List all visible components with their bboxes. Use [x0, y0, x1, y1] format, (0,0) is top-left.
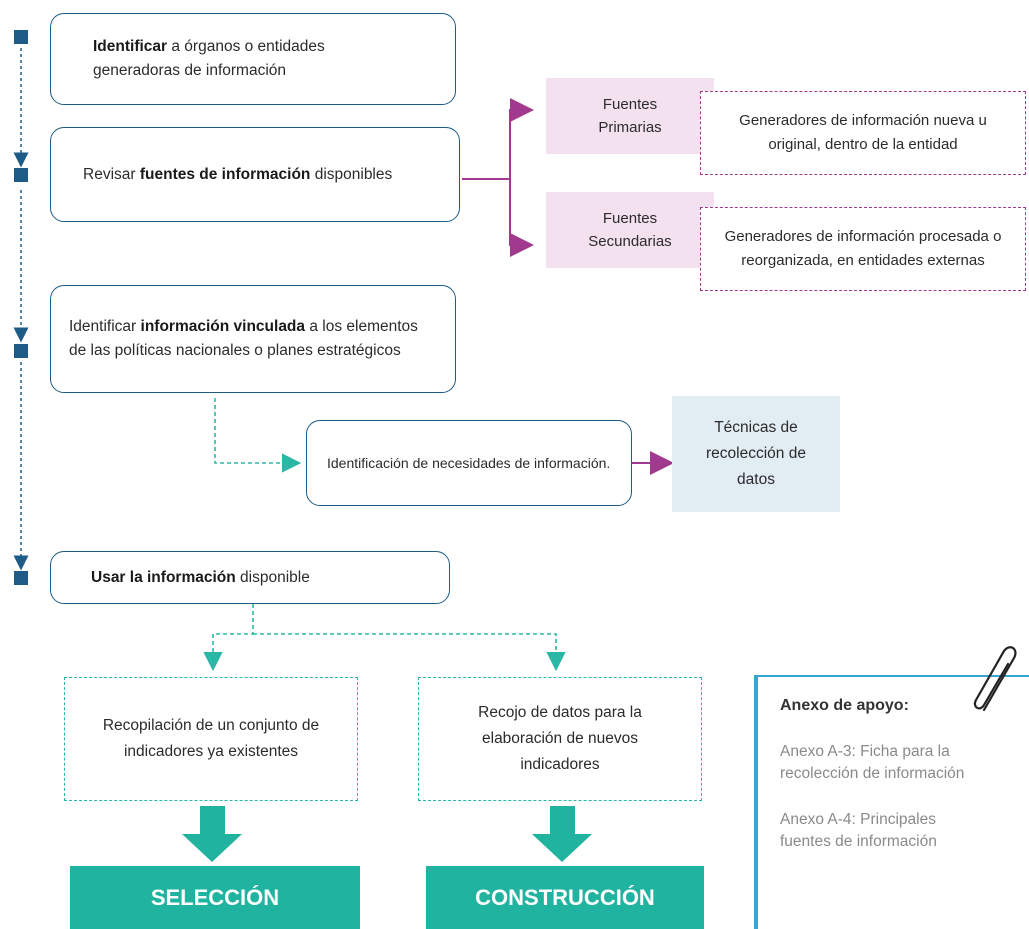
paperclip-icon [973, 646, 1017, 712]
step-text: Identificar información vinculada a los … [69, 318, 418, 359]
branch-connector [509, 179, 534, 257]
timeline-marker [14, 30, 28, 44]
support-annex-panel: Anexo de apoyo: Anexo A-3: Ficha para la… [754, 675, 1029, 929]
timeline-marker [14, 571, 28, 585]
timeline-marker [14, 344, 28, 358]
down-arrow-icon [532, 806, 592, 862]
step-use-info: Usar la información disponible [50, 551, 450, 604]
split-connector [203, 604, 254, 672]
step-text: Identificar a órganos o entidades genera… [93, 38, 325, 79]
step-text: Revisar fuentes de información disponibl… [83, 165, 393, 183]
step-identify-entities: Identificar a órganos o entidades genera… [50, 13, 456, 105]
split-connector [253, 633, 566, 672]
step-identify-linked-info: Identificar información vinculada a los … [50, 285, 456, 393]
timeline-marker [14, 168, 28, 182]
step-review-sources: Revisar fuentes de información disponibl… [50, 127, 460, 222]
down-arrow-icon [182, 806, 242, 862]
branch-connector [462, 98, 534, 180]
construction-banner: CONSTRUCCIÓN [426, 866, 704, 929]
step-text: Usar la información disponible [91, 568, 310, 586]
selection-banner: SELECCIÓN [70, 866, 360, 929]
needs-connector [214, 398, 302, 473]
needs-identification: Identificación de necesidades de informa… [306, 420, 632, 506]
annex-title: Anexo de apoyo: [780, 697, 909, 714]
